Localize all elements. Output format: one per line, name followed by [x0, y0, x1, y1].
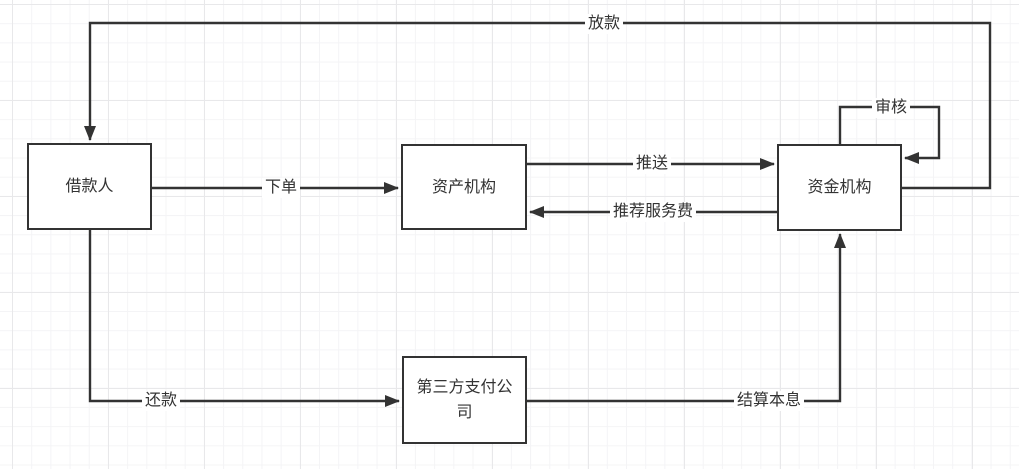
node-label-funding-institution: 资金机构 — [807, 179, 872, 196]
node-third-party-payment[interactable]: 第三方支付公司 — [402, 356, 527, 444]
node-label-asset-institution: 资产机构 — [431, 178, 496, 196]
edge-label-review[interactable]: 审核 — [871, 98, 911, 118]
edge-loan-disbursement[interactable] — [84, 21, 992, 190]
edge-label-place-order[interactable]: 下单 — [261, 178, 301, 198]
edge-label-settle-principal-interest[interactable]: 结算本息 — [733, 391, 805, 411]
node-label-third-party-payment: 第三方支付公司 — [416, 379, 513, 421]
node-borrower[interactable]: 借款人 — [27, 143, 152, 230]
edge-settle-principal-interest[interactable] — [527, 233, 846, 403]
edge-review[interactable] — [838, 105, 941, 164]
node-label-borrower: 借款人 — [65, 178, 114, 195]
node-asset-institution[interactable]: 资产机构 — [401, 144, 527, 230]
node-funding-institution[interactable]: 资金机构 — [777, 144, 902, 231]
edge-label-push[interactable]: 推送 — [632, 154, 672, 174]
edge-label-referral-service-fee[interactable]: 推荐服务费 — [609, 202, 697, 222]
edge-repayment[interactable] — [88, 230, 400, 407]
edge-label-loan-disbursement[interactable]: 放款 — [584, 14, 624, 34]
edge-label-repayment[interactable]: 还款 — [141, 391, 181, 411]
